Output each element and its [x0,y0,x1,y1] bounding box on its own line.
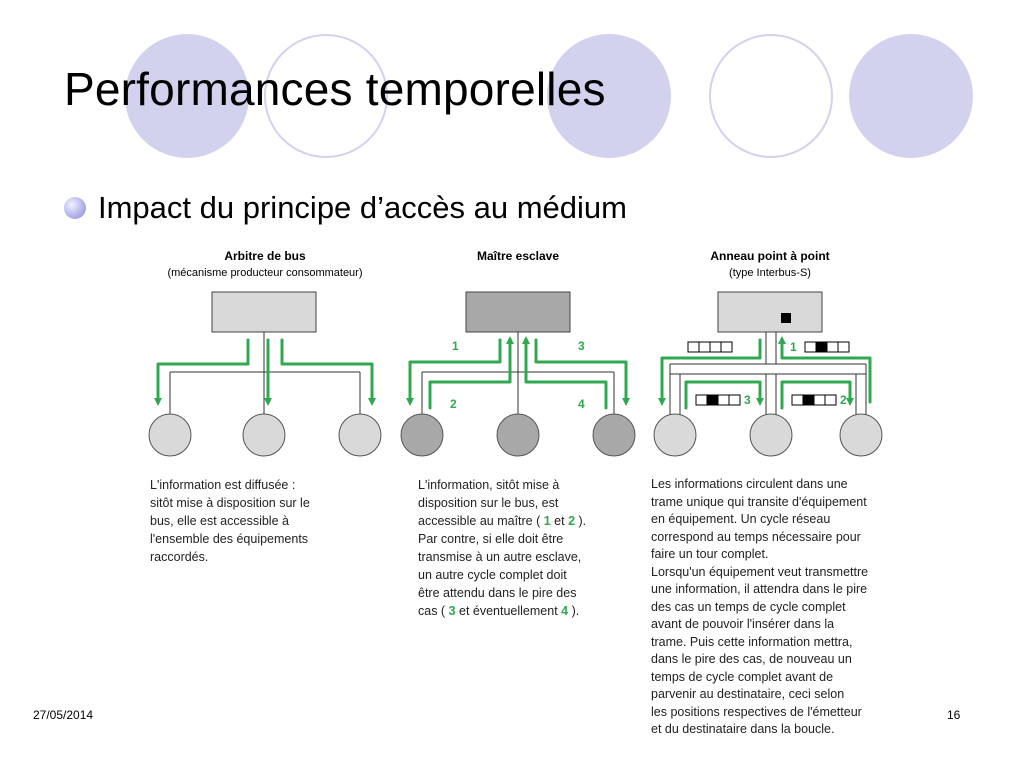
ring-node [653,413,697,457]
network-topology-diagram: Arbitre de bus (mécanisme producteur con… [148,249,883,457]
ring-title: Anneau point à point [710,249,829,263]
desc-line: Par contre, si elle doit être [418,532,564,546]
ring-description: Les informations circulent dans une tram… [651,476,868,739]
desc-line: correspond au temps nécessaire pour [651,529,861,544]
bullet-text: Impact du principe d’accès au médium [98,190,627,225]
desc-line: une information, il attendra dans le pir… [651,582,868,596]
decor-circle [849,34,973,158]
master-slave-label-3: 3 [578,339,585,353]
master-slave-label-1: 1 [452,339,459,353]
bus-arbiter-description: L'information est diffusée : sitôt mise … [150,476,310,566]
slave-node [400,413,444,457]
desc-line: L'information est diffusée : [150,478,296,492]
desc-line: les positions respectives de l'émetteur [651,704,862,719]
footer-date: 27/05/2014 [33,708,94,722]
ring-label-3: 3 [744,393,751,407]
decor-circle [264,34,388,158]
ring-node [749,413,793,457]
decor-circle [709,34,833,158]
ring-label-2: 2 [840,393,847,407]
desc-line: avant de pouvoir l'insérer dans la [651,617,835,631]
desc-line: cas ( 3 et éventuellement 4 ). [418,604,580,618]
desc-line: disposition sur le bus, est [418,496,559,510]
ring-master-box [717,291,823,333]
desc-line: raccordés. [150,550,209,564]
page-number: 16 [947,708,961,722]
decor-circle [547,34,671,158]
desc-line: bus, elle est accessible à [150,514,289,528]
desc-line: l'ensemble des équipements [150,532,309,546]
desc-line: des cas un temps de cycle complet [651,599,846,614]
desc-line: trame unique qui transite d'équipement [651,494,867,509]
slide-title: Performances temporelles [64,63,606,115]
bus-arbiter-subtitle: (mécanisme producteur consommateur) [167,267,362,279]
desc-line: accessible au maître ( 1 et 2 ). [418,514,587,528]
desc-line: sitôt mise à disposition sur le [150,496,310,510]
ring-master-frame-icon [781,313,791,323]
master-slave-label-4: 4 [578,397,585,411]
desc-line: et du destinataire dans la boucle. [651,722,835,736]
ring-subtitle: (type Interbus-S) [729,267,811,279]
ring-label-1: 1 [790,340,797,354]
bus-arbiter-title: Arbitre de bus [224,249,306,263]
desc-line: Les informations circulent dans une [651,477,848,491]
desc-line: dans le pire des cas, de nouveau un [651,652,852,666]
ring-node [839,413,883,457]
desc-line: un autre cycle complet doit [418,568,567,582]
desc-line: parvenir au destinataire, ceci selon [651,687,845,701]
desc-line: Lorsqu'un équipement veut transmettre [651,564,869,579]
bullet-item: Impact du principe d’accès au médium [64,190,627,226]
bus-node [338,413,382,457]
master-box [465,291,571,333]
master-slave-label-2: 2 [450,397,457,411]
bus-node [148,413,192,457]
bus-node [242,413,286,457]
desc-line: en équipement. Un cycle réseau [651,512,831,526]
desc-line: être attendu dans le pire des [418,586,577,600]
desc-line: trame. Puis cette information mettra, [651,634,853,649]
decor-circle [125,34,249,158]
bus-arbiter-box [211,291,317,333]
desc-line: faire un tour complet. [651,547,769,561]
slave-node [496,413,540,457]
desc-line: L'information, sitôt mise à [418,478,560,492]
bullet-dot-icon [64,197,86,219]
slave-node [592,413,636,457]
desc-line: transmise à un autre esclave, [418,550,582,564]
master-slave-description: L'information, sitôt mise à disposition … [418,476,586,620]
master-slave-title: Maître esclave [477,249,559,263]
desc-line: temps de cycle complet avant de [651,669,834,684]
